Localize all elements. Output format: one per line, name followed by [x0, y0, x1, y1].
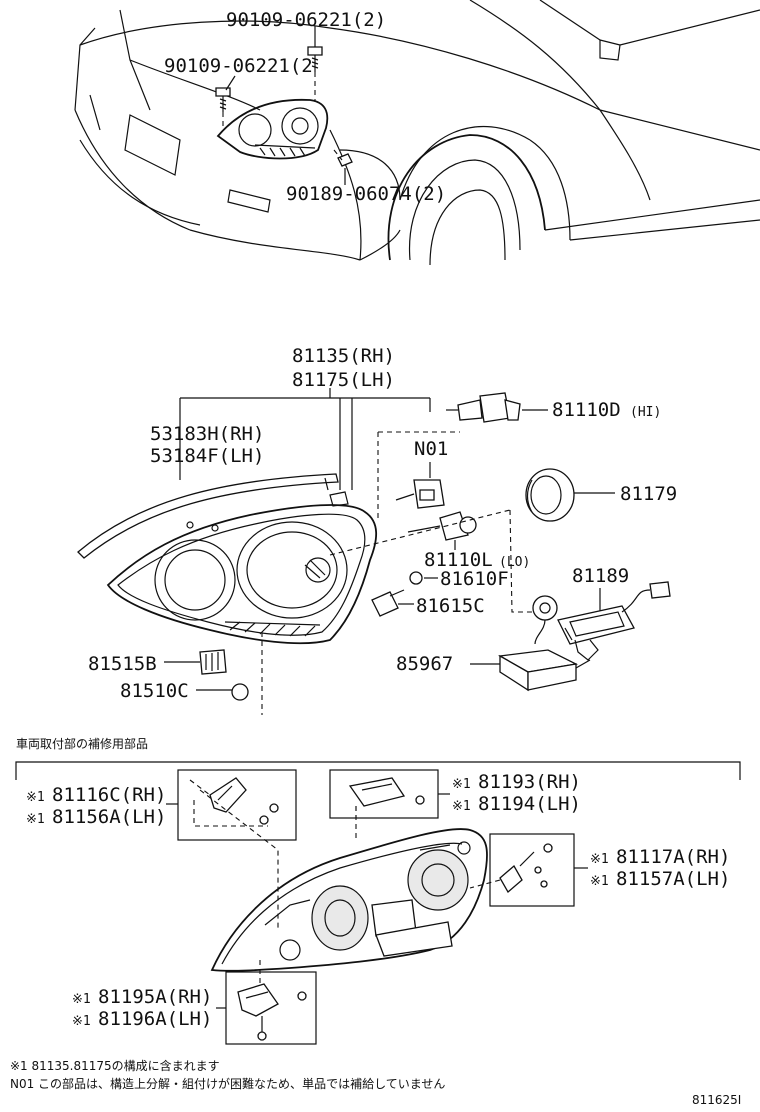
label-81195A: 81195A(RH)	[98, 986, 212, 1008]
box-81116C	[177, 769, 297, 841]
label-81110D: 81110D	[552, 399, 621, 421]
ballast-81189	[532, 581, 671, 661]
headlamp-housing-rear	[199, 789, 501, 985]
bulb-N01	[395, 479, 445, 509]
footnote-1: ※1 81135.81175の構成に含まれます	[10, 1058, 220, 1073]
label-53184F: 53184F(LH)	[150, 445, 264, 467]
headlamp-installed	[216, 98, 329, 160]
label-81193: 81193(RH)	[478, 771, 581, 793]
bulb-81110D	[446, 392, 521, 423]
computer-85967	[497, 649, 591, 692]
bolt-90109-left	[215, 87, 231, 130]
label-81117A: 81117A(RH)	[616, 846, 730, 868]
mark-81116C: ※1	[26, 790, 45, 805]
label-85967: 85967	[396, 653, 453, 675]
label-81110L-suffix: (LO)	[499, 555, 530, 570]
box-81117A	[489, 833, 575, 907]
bulb-81110L	[407, 511, 477, 541]
label-81510C: 81510C	[120, 680, 189, 702]
label-90109-left: 90109-06221(2	[164, 55, 313, 77]
label-90109-top: 90109-06221(2)	[226, 9, 386, 31]
label-81116C: 81116C(RH)	[52, 784, 166, 806]
label-81110L: 81110L	[424, 549, 493, 571]
mark-81117A: ※1	[590, 852, 609, 867]
part-81193	[348, 777, 425, 818]
socket-81515B	[199, 649, 227, 675]
bolt-90109-top	[307, 46, 323, 102]
footnote-2: N01 この部品は、構造上分解・組付けが困難なため、単品では補給していません	[10, 1076, 445, 1091]
label-81135: 81135(RH)	[292, 345, 395, 367]
repair-heading: 車両取付部の補修用部品	[16, 736, 148, 751]
car-front-illustration	[74, 0, 760, 266]
nut-90189	[333, 149, 353, 167]
bulb-81510C	[231, 683, 249, 701]
mark-81196A: ※1	[72, 1014, 91, 1029]
label-81610F: 81610F	[440, 568, 509, 590]
socket-81615C	[371, 589, 405, 617]
label-81189: 81189	[572, 565, 629, 587]
trim-strip	[77, 473, 339, 559]
label-81175: 81175(LH)	[292, 369, 395, 391]
part-81195A	[237, 983, 307, 1041]
label-N01: N01	[414, 438, 448, 460]
bulb-81610F	[409, 571, 423, 585]
label-90189: 90189-06074(2)	[286, 183, 446, 205]
mark-81156A: ※1	[26, 812, 45, 827]
label-81157A: 81157A(LH)	[616, 868, 730, 890]
label-81196A: 81196A(LH)	[98, 1008, 212, 1030]
label-81515B: 81515B	[88, 653, 157, 675]
label-81156A: 81156A(LH)	[52, 806, 166, 828]
mark-81193: ※1	[452, 777, 471, 792]
label-81110D-suffix: (HI)	[630, 405, 661, 420]
part-81116C	[189, 777, 279, 827]
label-81179: 81179	[620, 483, 677, 505]
cap-81179	[525, 468, 575, 522]
label-81194: 81194(LH)	[478, 793, 581, 815]
mark-81157A: ※1	[590, 874, 609, 889]
part-81117A	[499, 843, 553, 894]
mark-81195A: ※1	[72, 992, 91, 1007]
label-53183H: 53183H(RH)	[150, 423, 264, 445]
label-81615C: 81615C	[416, 595, 485, 617]
figure-code: 811625I	[692, 1093, 741, 1107]
mark-81194: ※1	[452, 799, 471, 814]
headlamp-assembly	[106, 491, 378, 645]
